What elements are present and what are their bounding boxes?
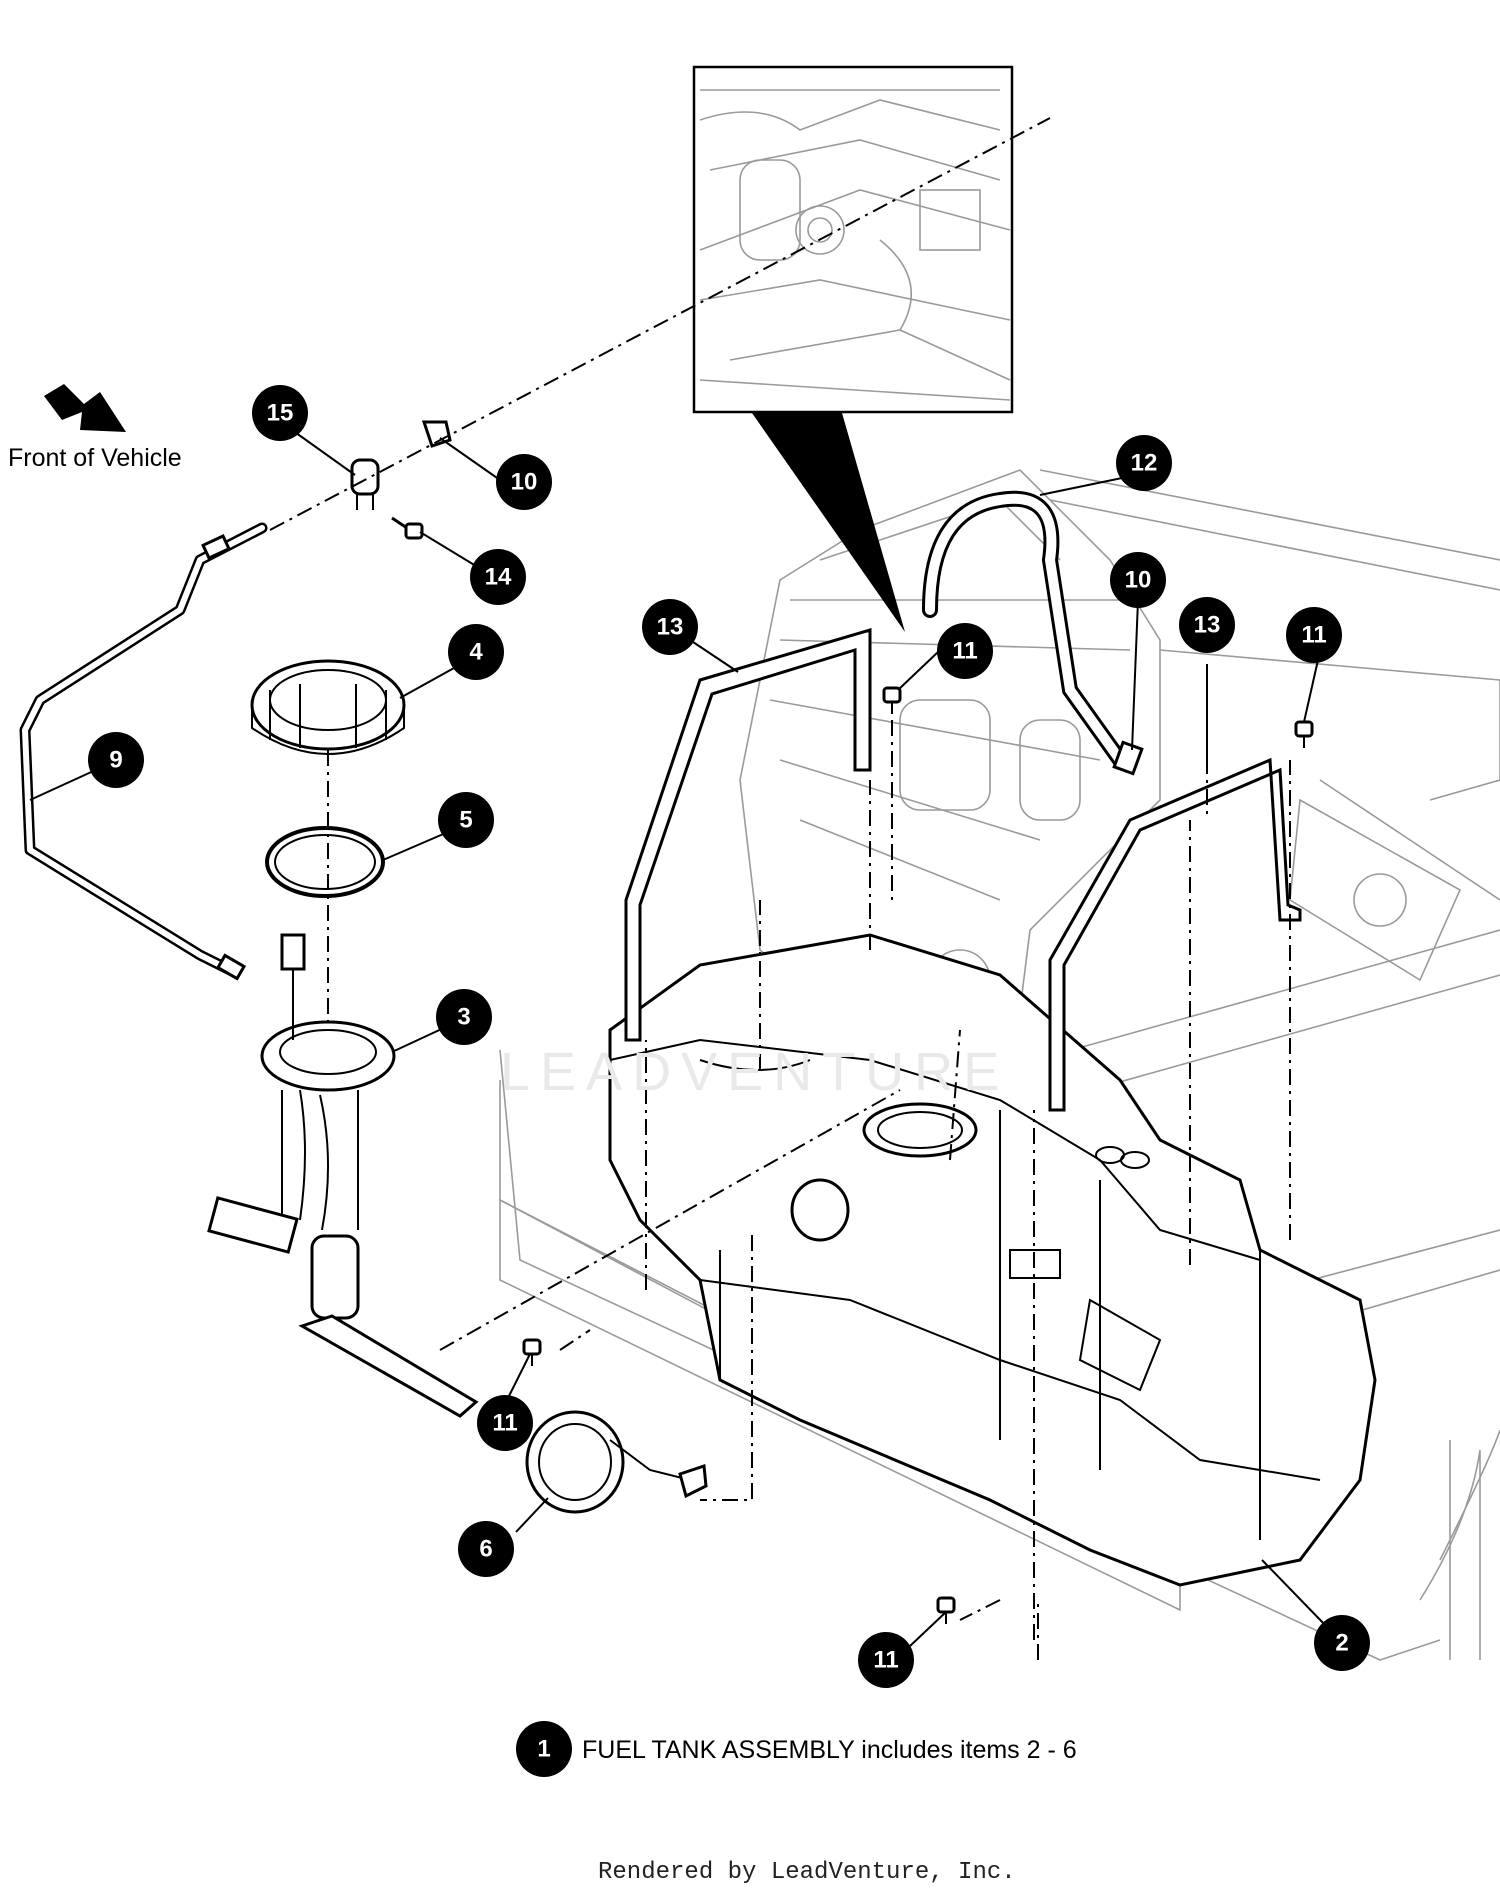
svg-text:14: 14 xyxy=(485,564,512,591)
bolt-11-d xyxy=(936,1596,956,1624)
svg-text:9: 9 xyxy=(109,747,122,774)
svg-text:11: 11 xyxy=(1301,622,1326,649)
fuel-pump-assembly xyxy=(207,933,479,1418)
svg-text:13: 13 xyxy=(1194,612,1221,639)
callout-11-lower-left: 11 xyxy=(477,1395,533,1451)
bolt-14 xyxy=(391,516,424,540)
assembly-note-number: 1 xyxy=(537,1736,550,1763)
callout-5: 5 xyxy=(438,792,494,848)
footer-credit: Rendered by LeadVenture, Inc. xyxy=(598,1859,1016,1886)
svg-text:2: 2 xyxy=(1335,1630,1348,1657)
tank-strap-left xyxy=(624,627,872,1042)
lock-ring xyxy=(250,659,406,755)
watermark-text: LEADVENTURE xyxy=(500,1042,1009,1102)
callout-10-top: 10 xyxy=(496,454,552,510)
fuel-cap xyxy=(525,1410,708,1514)
callout-2: 2 xyxy=(1314,1615,1370,1671)
tank-strap-right xyxy=(1048,757,1302,1112)
svg-text:11: 11 xyxy=(873,1647,898,1674)
callout-9: 9 xyxy=(88,732,144,788)
callout-11-bottom: 11 xyxy=(858,1632,914,1688)
svg-text:13: 13 xyxy=(657,614,684,641)
svg-text:10: 10 xyxy=(1125,567,1152,594)
front-of-vehicle-arrow-icon xyxy=(44,384,126,432)
callout-11-engine: 11 xyxy=(937,623,993,679)
svg-text:5: 5 xyxy=(459,807,472,834)
svg-text:11: 11 xyxy=(952,638,977,665)
svg-text:4: 4 xyxy=(469,639,483,666)
callout-13-right: 13 xyxy=(1179,597,1235,653)
svg-text:3: 3 xyxy=(457,1004,470,1031)
svg-text:10: 10 xyxy=(511,469,538,496)
callout-6: 6 xyxy=(458,1521,514,1577)
bolt-11-b xyxy=(1294,720,1314,748)
bolt-11-c xyxy=(522,1338,542,1366)
callout-14: 14 xyxy=(470,549,526,605)
vent-hose xyxy=(922,490,1144,776)
callout-10-right: 10 xyxy=(1110,552,1166,608)
leader-lines xyxy=(29,429,1329,1647)
svg-text:6: 6 xyxy=(479,1536,492,1563)
callout-12: 12 xyxy=(1116,435,1172,491)
bolt-11-a xyxy=(882,686,902,714)
assembly-note-text: FUEL TANK ASSEMBLY includes items 2 - 6 xyxy=(582,1736,1077,1764)
svg-text:15: 15 xyxy=(267,400,294,427)
callout-13-left: 13 xyxy=(642,599,698,655)
fuel-line xyxy=(19,522,268,981)
svg-text:12: 12 xyxy=(1131,450,1158,477)
svg-text:11: 11 xyxy=(492,1410,517,1437)
callout-4: 4 xyxy=(448,624,504,680)
hose-clamp-15 xyxy=(350,458,380,510)
callout-11-right: 11 xyxy=(1286,607,1342,663)
gasket xyxy=(265,826,385,898)
callout-15: 15 xyxy=(252,385,308,441)
assembly-note: 1 FUEL TANK ASSEMBLY includes items 2 - … xyxy=(516,1721,1077,1777)
front-of-vehicle-label: Front of Vehicle xyxy=(8,444,182,472)
fuel-tank xyxy=(608,933,1377,1587)
callout-3: 3 xyxy=(436,989,492,1045)
inset-detail xyxy=(692,65,1014,632)
